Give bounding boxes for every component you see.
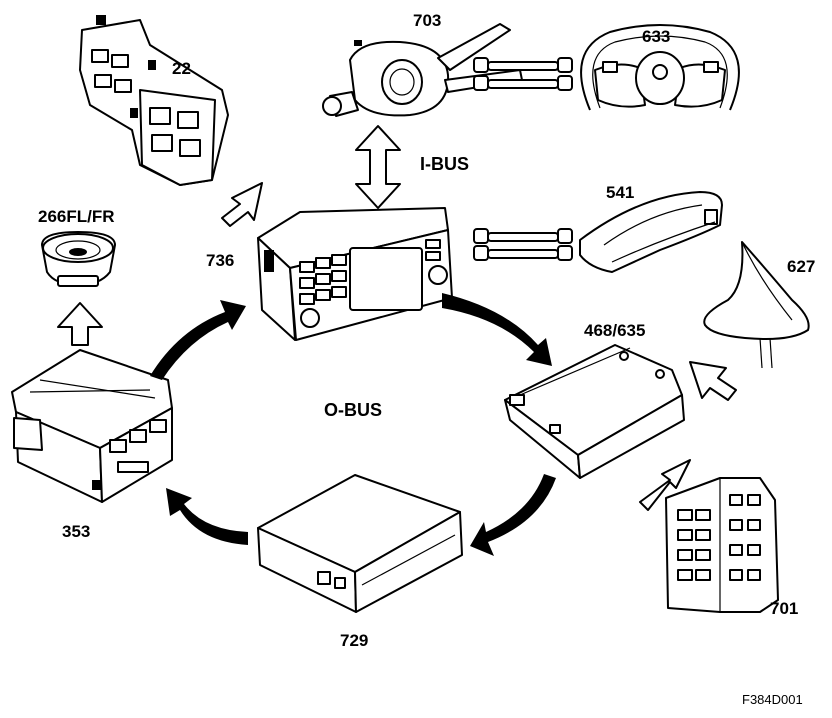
component-736-head-unit bbox=[257, 207, 453, 341]
label-729: 729 bbox=[340, 631, 368, 650]
label-633: 633 bbox=[642, 27, 670, 46]
ibus-arrow bbox=[355, 125, 401, 209]
label-22: 22 bbox=[172, 59, 191, 78]
cable-736-541 bbox=[473, 228, 573, 261]
component-541-info-display bbox=[579, 191, 723, 273]
label-541: 541 bbox=[606, 183, 634, 202]
label-obus: O-BUS bbox=[324, 400, 382, 420]
label-266: 266FL/FR bbox=[38, 207, 115, 226]
component-729-navigation-unit bbox=[257, 474, 463, 613]
arrow-701-to-468 bbox=[639, 459, 691, 511]
obus-arrow-736-to-468 bbox=[442, 293, 552, 366]
arrow-627-to-468 bbox=[689, 361, 737, 401]
component-633-steering-wheel bbox=[580, 24, 740, 111]
arrow-22-to-736 bbox=[221, 182, 263, 227]
label-703: 703 bbox=[413, 11, 441, 30]
cable-703-633 bbox=[473, 57, 573, 91]
component-627-antenna bbox=[703, 241, 810, 369]
component-353-cd-changer bbox=[11, 349, 173, 503]
label-353: 353 bbox=[62, 522, 90, 541]
label-701: 701 bbox=[770, 599, 798, 618]
obus-arrow-729-to-353 bbox=[166, 488, 248, 545]
label-736: 736 bbox=[206, 251, 234, 270]
component-468-635-module bbox=[504, 344, 685, 479]
component-22-fusebox bbox=[79, 15, 229, 186]
component-266-speaker bbox=[41, 231, 116, 287]
label-468-635: 468/635 bbox=[584, 321, 645, 340]
obus-arrow-468-to-729 bbox=[470, 474, 556, 556]
figure-code: F384D001 bbox=[742, 692, 803, 707]
obus-ring bbox=[150, 293, 556, 556]
label-ibus: I-BUS bbox=[420, 154, 469, 174]
component-701-electronics-module bbox=[665, 477, 779, 613]
obus-arrow-353-to-736 bbox=[150, 300, 246, 380]
arrow-353-to-266 bbox=[57, 302, 103, 346]
label-627: 627 bbox=[787, 257, 815, 276]
